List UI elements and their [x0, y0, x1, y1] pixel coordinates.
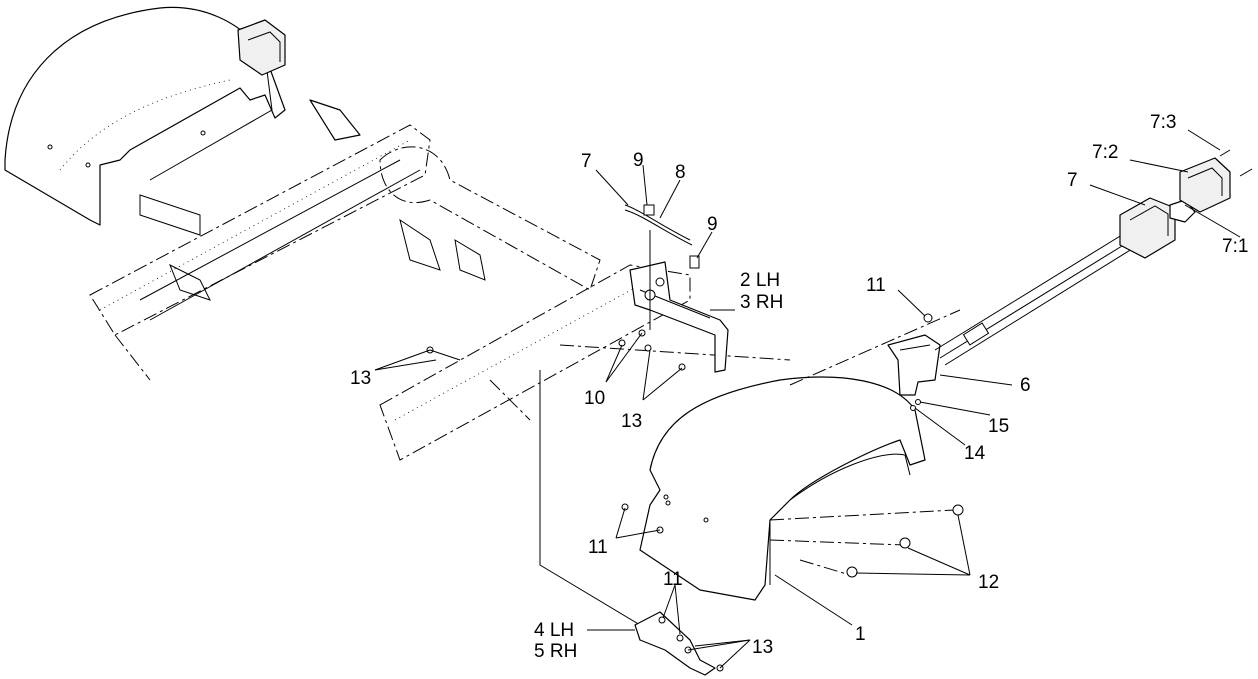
callout-5-rh: 5 RH	[534, 641, 577, 662]
callout-11-lower: 11	[663, 569, 683, 590]
left-fender	[4, 6, 286, 226]
callout-11-fender: 11	[588, 537, 608, 558]
callout-2-lh: 2 LH	[740, 270, 780, 291]
leader-lines	[374, 129, 1241, 669]
callout-13-bracket: 13	[621, 411, 642, 432]
frame-beam	[89, 99, 791, 626]
callout-6: 6	[1020, 375, 1031, 396]
hardware	[426, 346, 964, 578]
callout-13-lower: 13	[752, 637, 773, 658]
callouts: 1 2 LH 3 RH 4 LH 5 RH 6 7 7 7:1 7:2 7:3 …	[350, 112, 1248, 662]
callout-9-top: 9	[633, 150, 644, 171]
callout-3-rh: 3 RH	[740, 292, 783, 313]
callout-4-lh: 4 LH	[534, 620, 574, 641]
callout-11-rear: 11	[866, 275, 886, 296]
callout-7-1: 7:1	[1222, 236, 1248, 257]
left-tail-light	[237, 19, 286, 76]
callout-7-2: 7:2	[1092, 142, 1118, 163]
callout-7-3: 7:3	[1150, 112, 1176, 133]
callout-8: 8	[675, 162, 686, 183]
callout-1: 1	[855, 624, 866, 645]
callout-7-harness: 7	[581, 151, 592, 172]
callout-15: 15	[988, 416, 1009, 437]
callout-13-frame: 13	[350, 368, 371, 389]
callout-10: 10	[584, 388, 605, 409]
callout-9-side: 9	[707, 214, 718, 235]
lower-mount-bracket	[634, 611, 724, 676]
rear-light-assembly	[934, 149, 1253, 366]
callout-12: 12	[978, 572, 999, 593]
main-fender	[639, 309, 961, 601]
callout-7-light: 7	[1067, 170, 1078, 191]
light-mount-bracket	[618, 204, 729, 373]
rear-light-bracket	[887, 313, 941, 411]
callout-14: 14	[964, 443, 986, 464]
